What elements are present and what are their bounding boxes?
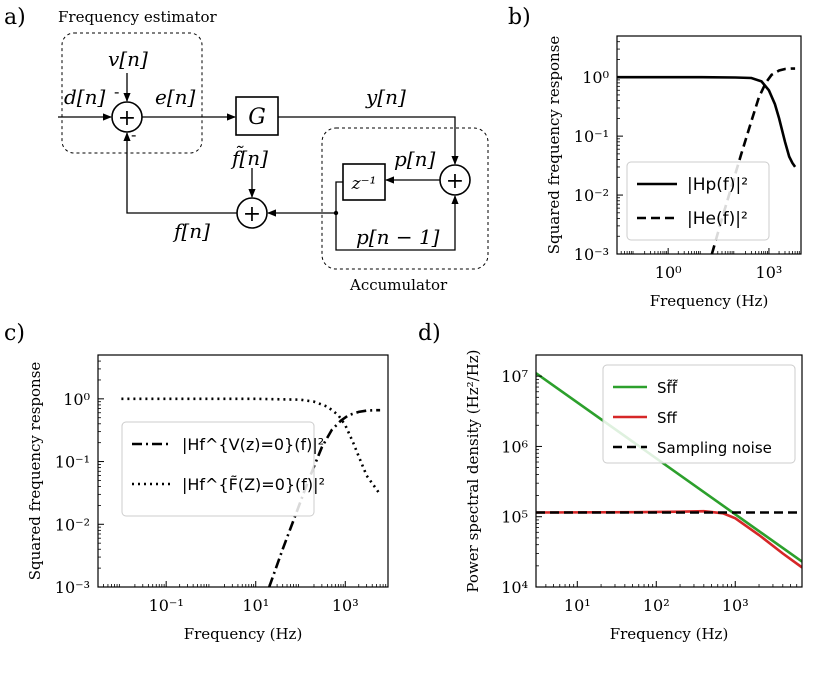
y-tick-label-b-3: 10⁰ [582, 68, 609, 87]
y-tick-label-c-3: 10⁰ [63, 390, 90, 409]
y-tick-label-d-3: 10⁷ [501, 367, 528, 386]
estimator-box [61, 32, 203, 154]
legend-label-c-1: |Hf^{F̃(Z)=0}(f)|² [182, 475, 325, 494]
signal-f-tilde: f̃[n] [230, 146, 268, 170]
x-tick-label-c-2: 10³ [332, 596, 359, 615]
plot-frame-d [535, 354, 803, 588]
y-tick-label-c-1: 10⁻² [55, 515, 90, 534]
legend-box-c [121, 421, 315, 517]
signal-d: d[n] [64, 85, 105, 109]
chart-d: d) 10¹ 10² 10³ 10⁴ 10⁵ 10⁶ 10⁷ Frequency (Hz) Po… [418, 321, 803, 643]
legend-label-d-0: Sf̃f̃ [657, 378, 678, 397]
y-tick-label-c-2: 10⁻¹ [55, 453, 90, 472]
panel-label-a: a) [4, 5, 26, 30]
y-axis-label-b: Squared frequency response [545, 36, 563, 255]
block-diagram: a) Frequency estimator Accumulator + + +… [4, 5, 489, 294]
panel-label-b: b) [508, 5, 531, 30]
y-tick-label-d-0: 10⁴ [501, 578, 528, 597]
x-tick-label-d-1: 10² [643, 596, 670, 615]
series-line-b-1 [710, 67, 796, 254]
y-tick-label-b-0: 10⁻³ [574, 245, 609, 264]
signal-e: e[n] [155, 85, 196, 109]
accumulator-box [321, 127, 489, 270]
y-axis-label-d: Power spectral density (Hz²/Hz) [464, 349, 482, 592]
y-tick-label-c-0: 10⁻³ [55, 578, 90, 597]
sum-plus-feedback: + [243, 202, 261, 227]
x-tick-label-c-1: 10¹ [242, 596, 269, 615]
signal-y: y[n] [365, 85, 406, 109]
y-tick-label-d-1: 10⁵ [501, 508, 528, 527]
legend-label-b-1: |He(f)|² [687, 209, 748, 229]
legend-box-d [602, 364, 796, 464]
legend-c: |Hf^{V(z)=0}(f)|² |Hf^{F̃(Z)=0}(f)|² [121, 421, 325, 517]
panel-label-c: c) [4, 321, 25, 346]
x-tick-label-d-0: 10¹ [564, 596, 591, 615]
gain-block [235, 96, 279, 136]
accumulator-label: Accumulator [349, 276, 448, 294]
y-axis-label-c: Squared frequency response [26, 362, 44, 581]
x-axis-label-c: Frequency (Hz) [184, 625, 303, 643]
series-line-d-1 [536, 509, 802, 569]
panel-label-d: d) [418, 321, 441, 346]
chart-c: c) 10⁻¹ 10¹ 10³ 10⁻³ 10⁻² 10⁻¹ 10⁰ Frequency (H… [4, 321, 389, 643]
gain-label: G [248, 105, 266, 130]
x-tick-label-b-1: 10³ [756, 263, 783, 282]
chart-b: b) 10⁰ 10³ 10⁻³ 10⁻² 10⁻¹ 10⁰ Frequency (Hz) Sq… [508, 5, 802, 310]
plot-frame-b [616, 35, 802, 255]
plot-frame-c [97, 354, 389, 588]
series-line-c-0 [267, 408, 381, 587]
y-tick-label-b-1: 10⁻² [574, 186, 609, 205]
x-axis-label-d: Frequency (Hz) [610, 625, 729, 643]
x-tick-label-b-0: 10⁰ [655, 263, 682, 282]
series-line-d-0 [536, 372, 802, 563]
series-line-b-0 [617, 75, 797, 168]
minus-sign-v: - [114, 82, 119, 101]
signal-v: v[n] [108, 47, 148, 71]
x-axis-label-b: Frequency (Hz) [650, 292, 769, 310]
sum-plus-error: + [118, 106, 136, 131]
sum-plus-accumulator: + [446, 169, 464, 194]
x-tick-label-d-2: 10³ [722, 596, 749, 615]
y-tick-label-d-2: 10⁶ [501, 437, 528, 456]
legend-label-d-1: Sff [657, 409, 678, 427]
signal-f: f[n] [172, 219, 210, 243]
legend-label-c-0: |Hf^{V(z)=0}(f)|² [182, 435, 324, 454]
signal-p: p[n] [394, 147, 435, 171]
x-tick-label-c-0: 10⁻¹ [149, 596, 184, 615]
legend-b: |Hp(f)|² |He(f)|² [626, 161, 770, 241]
minus-sign-f: - [131, 125, 136, 144]
estimator-label: Frequency estimator [58, 8, 218, 26]
y-tick-label-b-2: 10⁻¹ [574, 127, 609, 146]
delay-label: z⁻¹ [351, 174, 377, 194]
legend-label-d-2: Sampling noise [657, 439, 772, 457]
legend-box-b [626, 161, 770, 241]
legend-label-b-0: |Hp(f)|² [687, 175, 748, 195]
signal-p-prev: p[n − 1] [356, 225, 440, 249]
